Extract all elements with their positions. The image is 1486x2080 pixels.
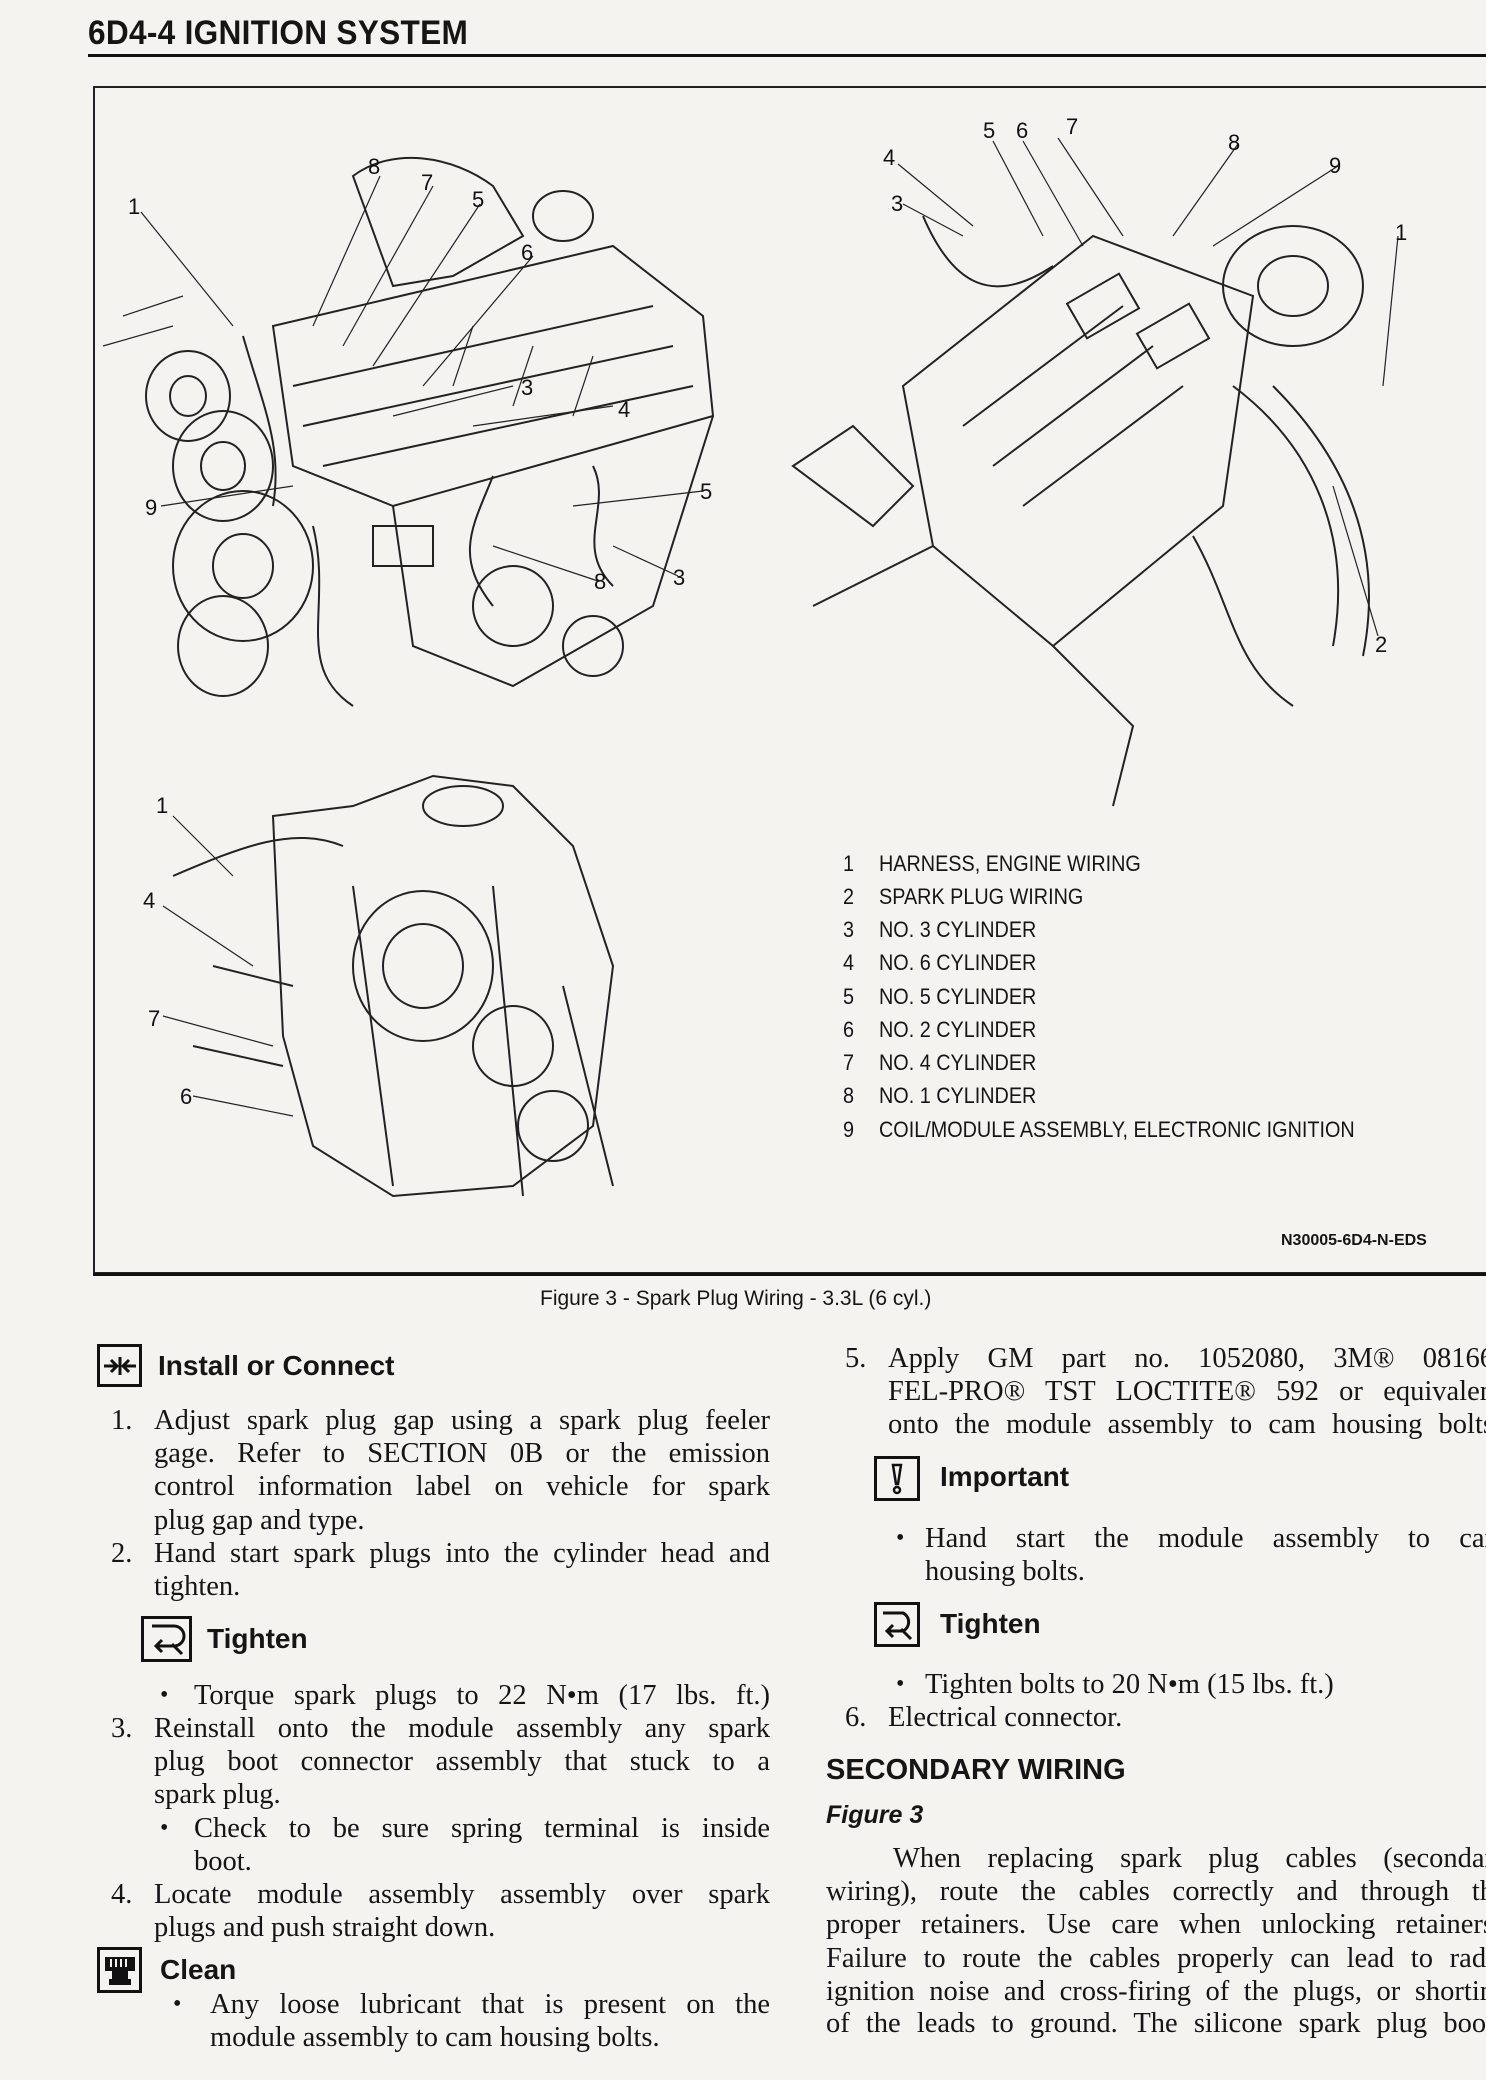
tighten-bullet: Torque spark plugs to 22 N•m (17 lbs. ft… [194,1680,770,1711]
figure-bottom-rule [93,1273,1486,1276]
arrows-inward-icon [97,1344,142,1387]
step-3-line: plug boot connector assembly that stuck … [154,1746,770,1777]
callout-b-5: 5 [983,118,996,143]
step-number: 5. [845,1343,867,1374]
install-connect-heading: Install or Connect [158,1350,395,1381]
callout-a-3b: 3 [673,565,686,590]
step-5-line: FEL-PRO® TST LOCTITE® 592 or equivalen [888,1376,1486,1407]
step-4-line: plugs and push straight down. [154,1912,496,1943]
header-rule [88,54,1486,57]
important-bullet-line: housing bolts. [925,1556,1085,1587]
brush-clean-icon [97,1947,142,1993]
paragraph-line: Failure to route the cables properly can… [826,1943,1486,1974]
tighten-heading: Tighten [940,1608,1041,1639]
step-2-line: Hand start spark plugs into the cylinder… [154,1538,770,1569]
step-number: 3. [111,1713,133,1744]
section-heading: SECONDARY WIRING [826,1754,1126,1786]
wrench-torque-icon [874,1602,920,1647]
engine-drawing-top-left [102,156,715,707]
step-1-line: control information label on vehicle for… [154,1471,770,1502]
callout-c-1: 1 [156,793,169,818]
step-6-text: Electrical connector. [888,1702,1123,1733]
step-3-bullet-line: boot. [194,1846,252,1877]
paragraph-line: proper retainers. Use care when unlockin… [826,1909,1486,1940]
step-2-line: tighten. [154,1571,241,1602]
callout-b-3: 3 [891,191,904,216]
engine-drawing-bottom-left [162,774,615,1198]
bullet: • [173,1991,182,2017]
engine-illustrations [102,137,1399,1198]
tighten-heading: Tighten [207,1623,308,1654]
callout-c-6: 6 [180,1084,193,1109]
wrench-torque-icon [141,1616,192,1662]
important-bullet-line: Hand start the module assembly to car [925,1523,1486,1554]
bullet: • [160,1682,169,1708]
exclamation-icon [874,1456,920,1501]
step-4-line: Locate module assembly assembly over spa… [154,1879,770,1910]
tighten-bullet: Tighten bolts to 20 N•m (15 lbs. ft.) [925,1669,1334,1700]
callout-a-1: 1 [128,194,141,219]
callout-b-8: 8 [1228,130,1241,155]
callout-a-3: 3 [521,375,534,400]
paragraph-line: When replacing spark plug cables (second… [893,1843,1486,1874]
callout-a-5: 5 [472,187,485,212]
step-number: 4. [111,1879,133,1910]
callout-a-8b: 8 [594,569,607,594]
paragraph-line: ignition noise and cross-firing of the p… [826,1976,1486,2007]
callout-b-1: 1 [1395,220,1408,245]
bullet: • [896,1525,905,1551]
figure-code: N30005-6D4-N-EDS [1281,1232,1427,1249]
figure-caption: Figure 3 - Spark Plug Wiring - 3.3L (6 c… [540,1287,932,1310]
step-1-line: Adjust spark plug gap using a spark plug… [154,1405,770,1436]
paragraph-line: wiring), route the cables correctly and … [826,1876,1486,1907]
step-3-line: spark plug. [154,1779,281,1810]
callout-b-2: 2 [1375,632,1388,657]
clean-bullet-line: module assembly to cam housing bolts. [210,2022,660,2053]
callout-a-7: 7 [421,170,434,195]
callout-b-4: 4 [883,145,896,170]
callout-a-5b: 5 [700,479,713,504]
step-1-line: gage. Refer to SECTION 0B or the emissio… [154,1438,770,1469]
step-3-line: Reinstall onto the module assembly any s… [154,1713,770,1744]
engine-drawing-top-right [791,137,1399,807]
callout-b-9: 9 [1329,153,1342,178]
step-5-line: onto the module assembly to cam housing … [888,1409,1486,1440]
callout-a-8: 8 [368,154,381,179]
clean-heading: Clean [160,1954,237,1985]
important-heading: Important [940,1461,1070,1492]
step-5-line: Apply GM part no. 1052080, 3M® 08166 [888,1343,1486,1374]
step-number: 1. [111,1405,133,1436]
step-3-bullet-line: Check to be sure spring terminal is insi… [194,1813,770,1844]
step-1-line: plug gap and type. [154,1505,365,1536]
callout-b-7: 7 [1066,114,1079,139]
clean-bullet-line: Any loose lubricant that is present on t… [210,1989,770,2020]
bullet: • [896,1671,905,1697]
callout-a-6: 6 [521,240,534,265]
step-number: 2. [111,1538,133,1569]
callout-b-6: 6 [1016,118,1029,143]
step-number: 6. [845,1702,867,1733]
callout-a-4: 4 [618,397,631,422]
callout-c-4: 4 [143,888,156,913]
callout-a-9: 9 [145,495,158,520]
figure-reference: Figure 3 [826,1801,924,1829]
page-title: 6D4-4 IGNITION SYSTEM [88,14,469,52]
callout-c-7: 7 [148,1006,161,1031]
bullet: • [160,1815,169,1841]
paragraph-line: of the leads to ground. The silicone spa… [826,2008,1486,2039]
